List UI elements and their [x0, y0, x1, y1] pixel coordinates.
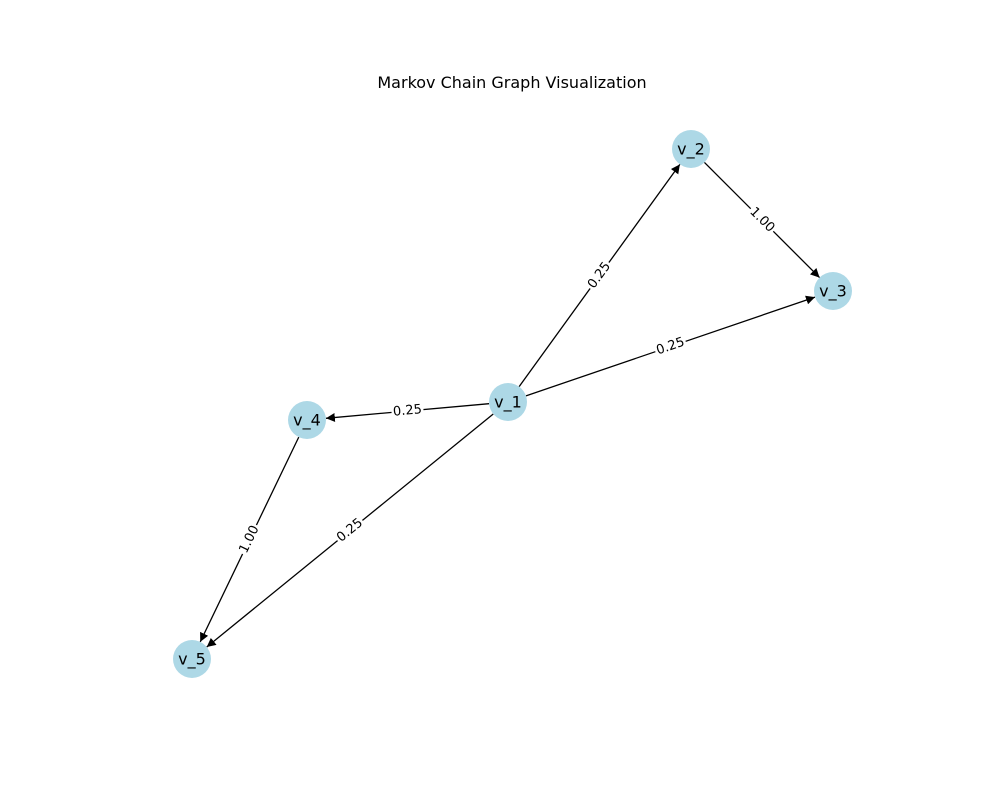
node-label: v_3 — [819, 282, 847, 302]
edge-label-group-v4-v5: 1.00 — [234, 521, 265, 558]
node-circle — [288, 401, 326, 439]
node-circle — [814, 272, 852, 310]
node-label: v_2 — [677, 140, 705, 160]
node-circle — [489, 383, 527, 421]
node-circle — [173, 640, 211, 678]
node-v1: v_1 — [489, 383, 527, 421]
edge-label-background — [331, 513, 369, 548]
edge-label-background — [744, 202, 780, 238]
node-v5: v_5 — [173, 640, 211, 678]
node-label: v_4 — [293, 411, 321, 431]
edge-label-background — [390, 400, 425, 422]
node-v2: v_2 — [672, 130, 710, 168]
edge-label-background — [652, 332, 689, 361]
edge-label-group-v1-v2: 0.25 — [582, 257, 617, 294]
node-v4: v_4 — [288, 401, 326, 439]
edge-label-background — [234, 521, 265, 558]
node-v3: v_3 — [814, 272, 852, 310]
node-label: v_1 — [494, 393, 522, 413]
nodes-layer: v_1 v_2 v_3 v_4 v_5 — [173, 130, 852, 678]
edge-label-group-v1-v4: 0.25 — [390, 400, 425, 422]
node-label: v_5 — [178, 650, 206, 670]
edge-label: 0.25 — [392, 402, 422, 420]
edge-label-group-v1-v5: 0.25 — [331, 513, 369, 548]
node-circle — [672, 130, 710, 168]
edge-label-group-v1-v3: 0.25 — [652, 332, 689, 361]
edge-label-background — [582, 257, 617, 294]
chart-title: Markov Chain Graph Visualization — [377, 73, 646, 92]
edge-labels-layer: 0.250.250.250.251.001.00 — [234, 202, 780, 558]
